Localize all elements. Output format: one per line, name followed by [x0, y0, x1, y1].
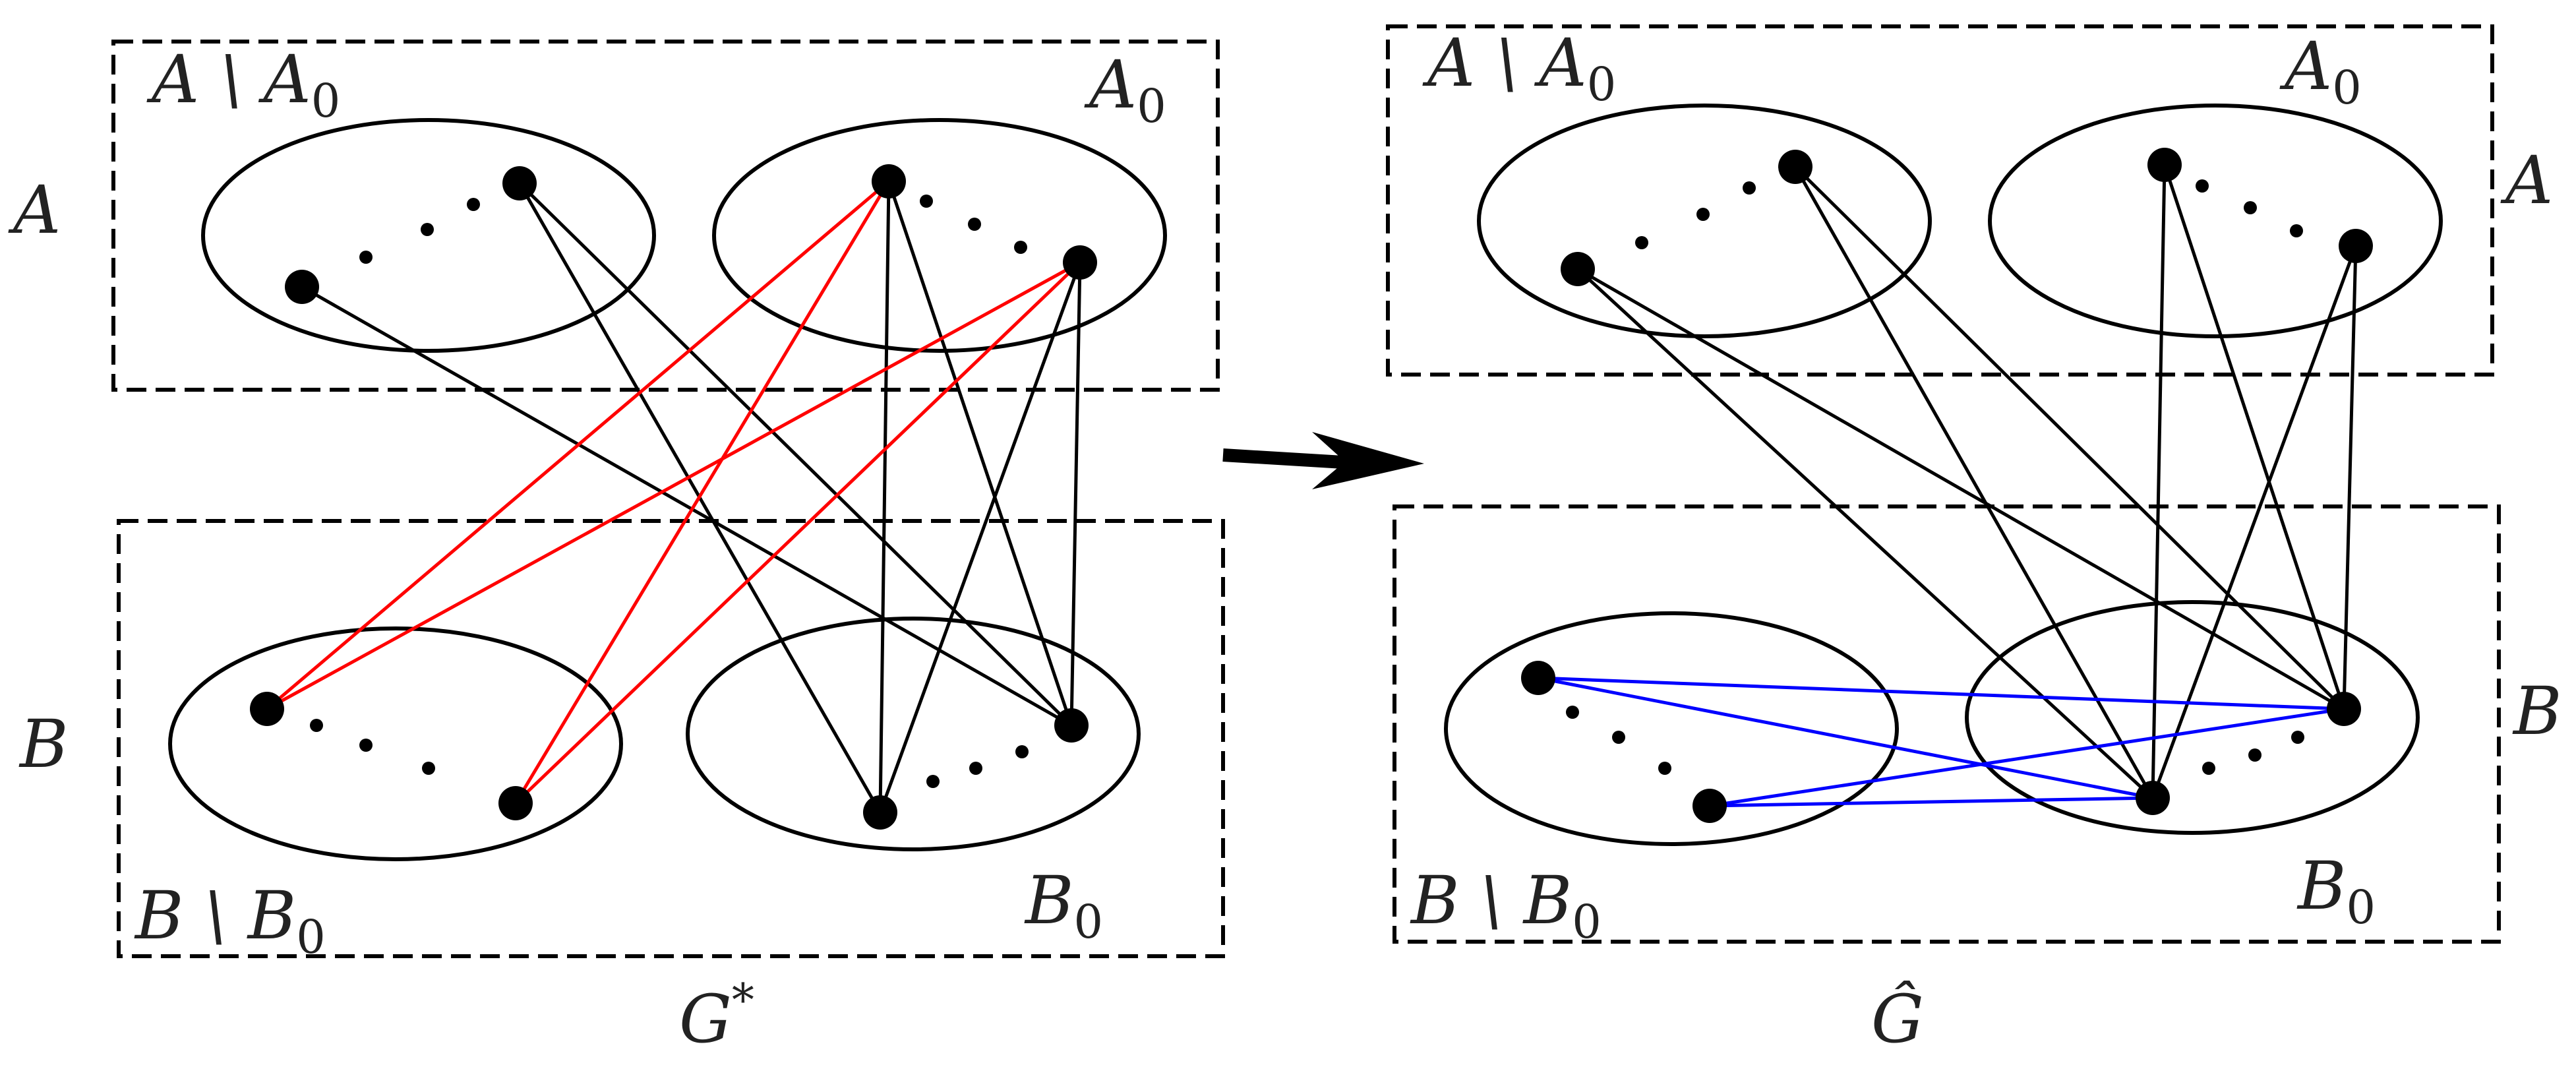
vertex — [498, 786, 533, 820]
vertex — [1561, 252, 1595, 286]
ellipsis-dots — [310, 195, 1029, 788]
edge — [2163, 164, 2346, 710]
edge — [1794, 166, 2345, 710]
right-blue-edges — [1538, 676, 2345, 808]
right-black-edges — [1576, 164, 2358, 799]
left-ellipse-b-minus-b0 — [168, 626, 623, 861]
edge — [878, 181, 891, 813]
right-arrow-icon — [1222, 432, 1424, 489]
left-red-edges — [266, 180, 1081, 805]
label-set-a: A — [2500, 142, 2553, 219]
edge — [301, 285, 1073, 727]
blue-edge — [1709, 707, 2345, 808]
edge — [2151, 164, 2167, 799]
vertex — [502, 166, 537, 200]
label-b0: B0 — [1024, 862, 1103, 949]
edge — [2151, 245, 2358, 799]
label-set-b: B — [2512, 673, 2562, 750]
blue-edge — [1538, 676, 2153, 800]
edge — [1576, 267, 2345, 711]
red-edge — [514, 180, 891, 805]
left-ellipse-b0 — [686, 617, 1141, 851]
label-b-minus-b0: B \ B0 — [1410, 862, 1602, 949]
right-ellipse-b-minus-b0 — [1444, 611, 1899, 846]
label-a0: A0 — [1084, 46, 1166, 133]
vertex — [863, 795, 897, 830]
blue-edge — [1538, 676, 2345, 711]
label-a0: A0 — [2279, 28, 2362, 115]
left-black-edges — [301, 181, 1082, 814]
red-edge — [514, 261, 1081, 805]
left-graph: A \ A0 A0 A B B \ B0 B0 G* — [8, 40, 1225, 1058]
left-frame-b — [117, 519, 1225, 958]
label-set-b: B — [18, 706, 69, 783]
left-frame-a — [111, 40, 1220, 392]
vertex — [2147, 148, 2182, 182]
right-ellipse-b0 — [1965, 600, 2420, 835]
vertex — [2327, 692, 2361, 726]
right-frame-a — [1386, 24, 2494, 377]
label-set-a: A — [8, 171, 61, 249]
edge — [1793, 166, 2155, 799]
edge — [878, 262, 1082, 813]
label-a-minus-a0: A \ A0 — [1422, 24, 1616, 111]
red-edge — [266, 180, 890, 710]
left-caption: G* — [679, 975, 754, 1058]
edge — [1576, 268, 2154, 799]
left-ellipse-a-minus-a0 — [201, 118, 656, 353]
right-ellipse-a0 — [1988, 104, 2443, 338]
edge — [1069, 262, 1082, 726]
right-graph: A \ A0 A0 A B B \ B0 B0 Ĝ — [1386, 24, 2562, 1058]
vertex — [1063, 245, 1097, 280]
vertex — [2136, 781, 2170, 815]
blue-edge — [1709, 796, 2153, 808]
label-a-minus-a0: A \ A0 — [146, 41, 340, 128]
right-caption: Ĝ — [1871, 981, 1924, 1058]
vertex — [872, 164, 906, 198]
label-b-minus-b0: B \ B0 — [134, 877, 326, 964]
ellipsis-dots — [1566, 179, 2304, 775]
red-edge — [266, 260, 1081, 711]
vertex — [285, 270, 319, 304]
vertex — [1054, 708, 1089, 743]
edge — [2342, 245, 2358, 710]
vertex — [1692, 789, 1727, 823]
vertex — [1521, 661, 1555, 695]
edge — [887, 181, 1073, 726]
vertex — [2339, 229, 2373, 263]
vertex — [1778, 150, 1812, 184]
right-ellipse-a-minus-a0 — [1477, 104, 1932, 338]
right-frame-b — [1393, 504, 2501, 944]
vertex — [250, 692, 284, 726]
edge — [518, 182, 1073, 727]
label-b0: B0 — [2296, 847, 2376, 934]
left-ellipse-a0 — [712, 118, 1167, 353]
